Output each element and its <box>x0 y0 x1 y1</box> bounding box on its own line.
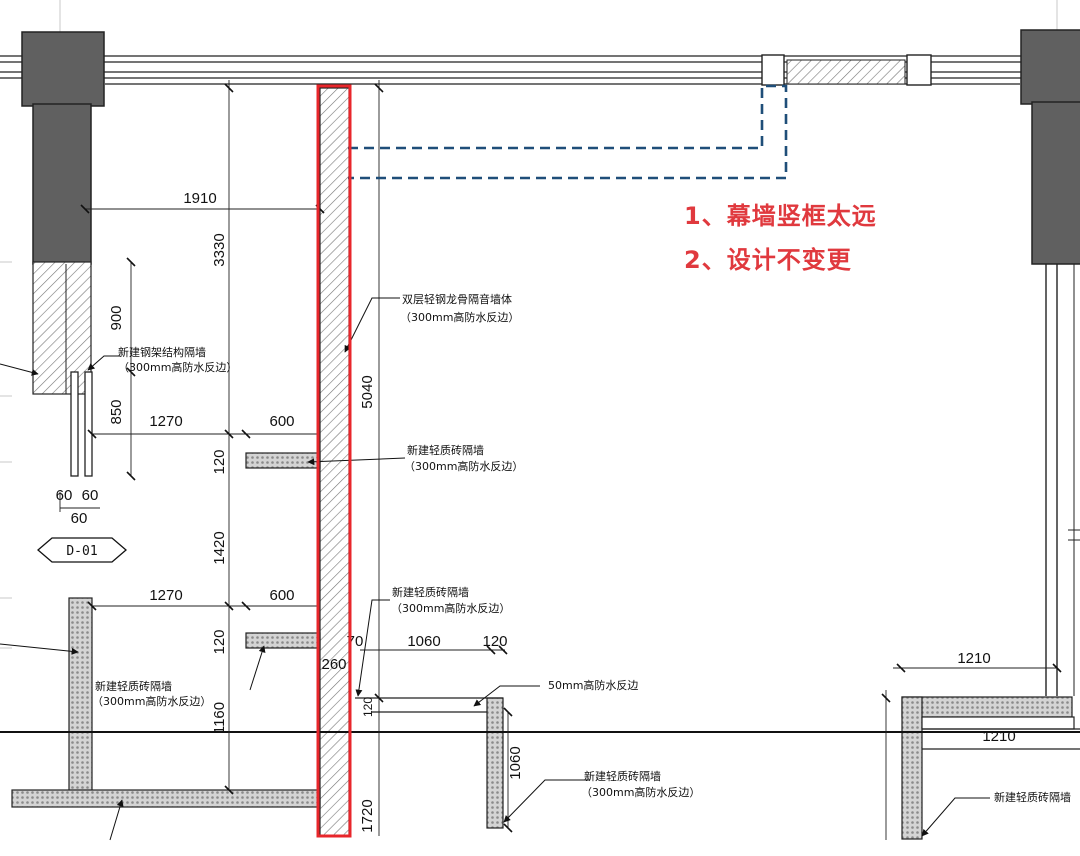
label-steel-frame-title: 新建钢架结构隔墙 <box>118 345 206 359</box>
label-light-brick-2-sub: （300mm高防水反边） <box>391 601 510 615</box>
annotation-1: 1、幕墙竖框太远 <box>684 202 877 230</box>
label-light-brick-1-title: 新建轻质砖隔墙 <box>407 443 484 457</box>
dim-850: 850 <box>108 399 125 424</box>
annotation-2: 2、设计不变更 <box>684 246 852 274</box>
label-steel-frame-sub: （300mm高防水反边） <box>118 360 237 374</box>
label-light-brick-3-sub: （300mm高防水反边） <box>92 694 211 708</box>
dim-1720: 1720 <box>359 799 376 832</box>
dimension-ticks <box>80 83 1062 833</box>
mullion-left <box>761 54 785 86</box>
dim-1210-bottom: 1210 <box>982 728 1015 745</box>
dim-120-vertical: 120 <box>361 697 375 717</box>
label-light-brick-1-sub: （300mm高防水反边） <box>404 459 523 473</box>
dim-1420: 1420 <box>211 531 228 564</box>
label-light-brick-5-title: 新建轻质砖隔墙 <box>994 790 1071 804</box>
door-tag: D-01 <box>37 537 127 563</box>
dashed-mullion-outline <box>348 84 788 180</box>
label-light-brick-4-sub: （300mm高防水反边） <box>581 785 700 799</box>
dim-1210-top: 1210 <box>957 650 990 667</box>
dim-1060-horizontal: 1060 <box>407 633 440 650</box>
dim-120-top: 120 <box>211 449 228 474</box>
dim-260: 260 <box>321 656 346 673</box>
highlight-box <box>316 84 352 838</box>
dim-5040: 5040 <box>359 375 376 408</box>
leader-lines <box>0 297 990 841</box>
dim-600-top: 600 <box>269 413 294 430</box>
column-left <box>21 31 105 395</box>
dim-1270-top: 1270 <box>149 413 182 430</box>
dim-1910: 1910 <box>183 190 216 207</box>
column-right <box>1020 29 1080 696</box>
sound-insulation-wall <box>319 87 350 837</box>
dim-60-b: 60 <box>82 487 99 504</box>
dim-600-bottom: 600 <box>269 587 294 604</box>
steel-frame-wall <box>70 371 93 477</box>
dim-1160: 1160 <box>211 702 228 734</box>
dim-900: 900 <box>108 305 125 330</box>
dim-120-right: 120 <box>482 633 507 650</box>
dim-60-c: 60 <box>71 510 88 527</box>
curtain-wall-hatch <box>786 59 906 85</box>
label-double-keel-sub: （300mm高防水反边） <box>400 310 519 324</box>
label-light-brick-4-title: 新建轻质砖隔墙 <box>584 769 661 783</box>
dim-60-a: 60 <box>56 487 73 504</box>
label-double-keel-title: 双层轻钢龙骨隔音墙体 <box>402 292 512 306</box>
reference-lines <box>0 0 1058 649</box>
label-waterproof-50: 50mm高防水反边 <box>548 678 638 692</box>
door-tag-label: D-01 <box>66 544 97 559</box>
label-light-brick-2-title: 新建轻质砖隔墙 <box>392 585 469 599</box>
light-brick-walls <box>11 452 1075 840</box>
dim-3330: 3330 <box>211 233 228 266</box>
dim-1270-bottom: 1270 <box>149 587 182 604</box>
dim-1060-vertical: 1060 <box>507 746 524 779</box>
mullion-right <box>906 54 932 86</box>
dimension-lines <box>59 80 1057 840</box>
dim-120-bottom: 120 <box>211 629 228 654</box>
label-light-brick-3-title: 新建轻质砖隔墙 <box>95 679 172 693</box>
